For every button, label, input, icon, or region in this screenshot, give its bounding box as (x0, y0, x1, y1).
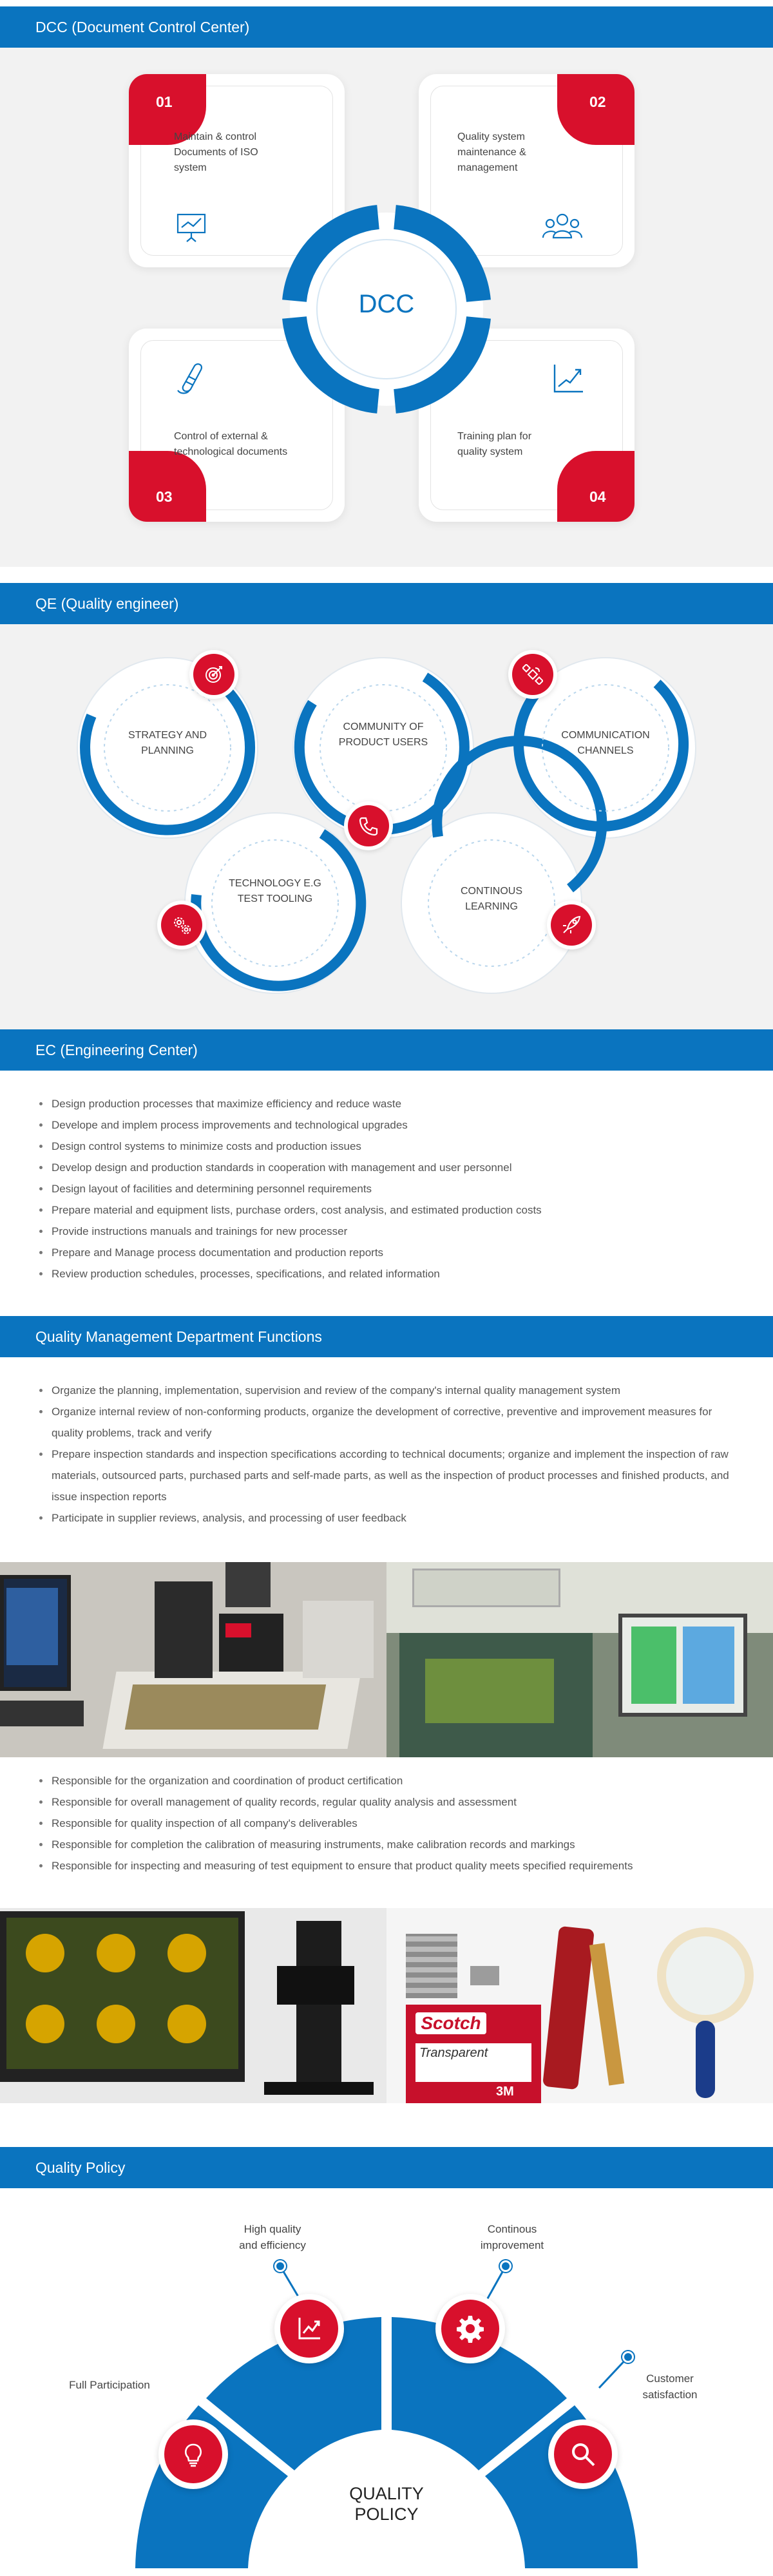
phone-icon (348, 805, 389, 846)
list-item: Provide instructions manuals and trainin… (35, 1221, 744, 1242)
dcc-card-text: Control of external & technological docu… (174, 431, 288, 457)
gear-icon (441, 2300, 499, 2358)
list-item: Prepare and Manage process documentation… (35, 1242, 744, 1263)
lightbulb-icon (164, 2425, 222, 2483)
qe-item-learning: CONTINOUS LEARNING (461, 886, 522, 912)
list-item: Responsible for completion the calibrati… (35, 1834, 744, 1855)
qmd-list-1: Organize the planning, implementation, s… (35, 1380, 744, 1529)
photo-rework-station (0, 1562, 386, 1757)
list-item: Organize internal review of non-conformi… (35, 1401, 744, 1444)
dcc-card-text: Training plan for quality system (457, 431, 532, 457)
dcc-card-text: Quality system maintenance & management (457, 131, 526, 173)
dcc-center-ring (282, 205, 491, 414)
dcc-header: DCC (Document Control Center) (0, 6, 773, 48)
qe-item-community: COMMUNITY OF PRODUCT USERS (338, 721, 428, 748)
qmd-header: Quality Management Department Functions (0, 1316, 773, 1357)
badge-02: 02 (557, 74, 635, 145)
document-scroll-icon (174, 361, 209, 396)
policy-dot (500, 2260, 511, 2272)
growth-arrow-icon (551, 361, 586, 396)
list-item: Responsible for overall management of qu… (35, 1791, 744, 1813)
list-item: Prepare material and equipment lists, pu… (35, 1199, 744, 1221)
qe-header: QE (Quality engineer) (0, 583, 773, 624)
policy-label-participation: Full Participation (69, 2379, 150, 2391)
tape-brand-label: Scotch (415, 2012, 486, 2034)
policy-dot (622, 2351, 634, 2363)
rocket-icon (551, 904, 592, 946)
qe-item-strategy: STRATEGY AND PLANNING (128, 730, 207, 756)
ec-list: Design production processes that maximiz… (35, 1093, 744, 1284)
qe-item-communication: COMMUNICATION CHANNELS (561, 730, 650, 756)
dcc-center-label: DCC (358, 290, 415, 318)
list-item: Participate in supplier reviews, analysi… (35, 1507, 744, 1529)
list-item: Design production processes that maximiz… (35, 1093, 744, 1114)
policy-connectors (279, 2266, 629, 2389)
satellite-icon (512, 654, 553, 695)
dcc-card-text: Maintain & control Documents of ISO syst… (174, 131, 258, 173)
presentation-chart-icon (174, 209, 209, 244)
photo-inspection-lab (386, 1562, 773, 1757)
ec-header: EC (Engineering Center) (0, 1029, 773, 1071)
list-item: Organize the planning, implementation, s… (35, 1380, 744, 1401)
chart-up-icon (280, 2300, 338, 2358)
policy-label-satisfaction: Customer satisfaction (642, 2372, 698, 2401)
qe-diagram (77, 657, 696, 994)
policy-label-quality: High quality and efficiency (239, 2223, 306, 2251)
qe-item-technology: TECHNOLOGY E.G TEST TOOLING (229, 878, 321, 904)
list-item: Design control systems to minimize costs… (35, 1136, 744, 1157)
gears-icon (161, 904, 202, 946)
policy-center-title: QUALITY POLICY (349, 2484, 424, 2524)
list-item: Develope and implem process improvements… (35, 1114, 744, 1136)
badge-04: 04 (557, 451, 635, 522)
photo-tools: Scotch Transparent 3M (386, 1908, 773, 2103)
team-users-icon (541, 209, 584, 244)
list-item: Responsible for the organization and coo… (35, 1770, 744, 1791)
policy-header: Quality Policy (0, 2147, 773, 2188)
photo-microscope (0, 1908, 386, 2103)
badge-01: 01 (129, 74, 206, 145)
badge-03: 03 (129, 451, 206, 522)
list-item: Design layout of facilities and determin… (35, 1178, 744, 1199)
list-item: Develop design and production standards … (35, 1157, 744, 1178)
tape-logo-3m: 3M (496, 2085, 514, 2099)
tape-product-label: Transparent (415, 2043, 531, 2082)
list-item: Review production schedules, processes, … (35, 1263, 744, 1284)
policy-label-improvement: Continous improvement (480, 2223, 544, 2251)
qmd-list-2: Responsible for the organization and coo… (35, 1770, 744, 1876)
list-item: Responsible for quality inspection of al… (35, 1813, 744, 1834)
dcc-card-01: 01 Maintain & control Documents of ISO s… (129, 74, 345, 267)
magnifier-icon (554, 2425, 612, 2483)
policy-dot (274, 2260, 286, 2272)
target-icon (193, 654, 234, 695)
list-item: Responsible for inspecting and measuring… (35, 1855, 744, 1876)
list-item: Prepare inspection standards and inspect… (35, 1444, 744, 1507)
